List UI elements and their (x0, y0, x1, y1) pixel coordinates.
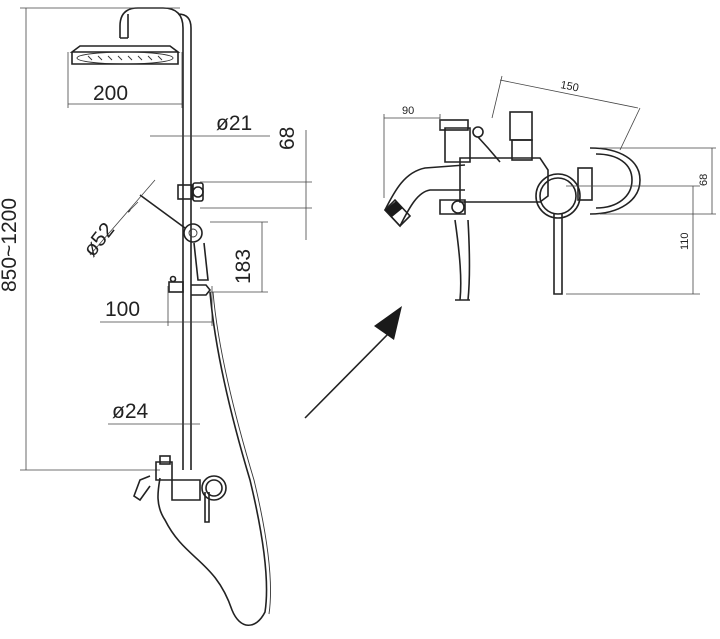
dim-mixer-depth: 90 (402, 105, 414, 117)
small-mixer (133, 455, 227, 523)
dim-mixer-width: 150 (559, 79, 579, 94)
shower-hose (157, 291, 268, 627)
dim-inlet-height: 68 (698, 174, 710, 186)
dim-holder-spacing: 68 (276, 127, 299, 150)
mixer-detail-drawing: 90 150 68 110 (383, 75, 716, 301)
dim-lever-height: 110 (679, 232, 691, 250)
hand-shower (127, 194, 209, 281)
dim-hand-shower-diameter: ø52 (79, 218, 119, 261)
wall-holder (177, 182, 204, 202)
mixer-lever (535, 173, 581, 295)
mixer-spout (384, 164, 466, 228)
mixer-inlet (509, 111, 641, 215)
dim-head-diameter: 200 (93, 82, 128, 105)
dim-pipe-lower-diameter: ø24 (112, 400, 149, 423)
dim-hand-height: 183 (232, 249, 255, 284)
dim-pipe-upper-diameter: ø21 (216, 112, 252, 135)
shower-system-drawing: 200 ø21 68 ø52 183 (0, 7, 312, 627)
arrow-pointer (304, 306, 402, 419)
rain-shower-head (69, 45, 181, 65)
dim-bracket-offset: 100 (105, 298, 140, 321)
slide-bracket (168, 275, 212, 296)
dim-total-height: 850~1200 (0, 198, 21, 292)
